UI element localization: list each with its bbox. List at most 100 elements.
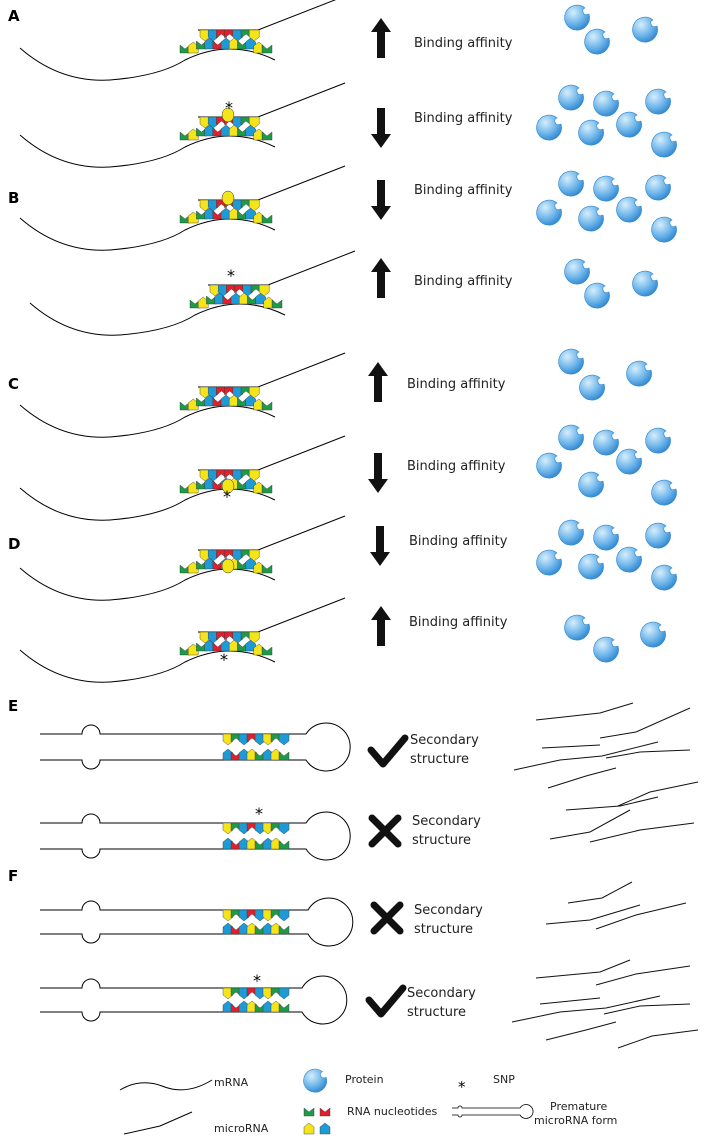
rna-strand-fragment xyxy=(599,707,691,739)
mrna-strand xyxy=(19,404,276,438)
mrna-microrna-duplex xyxy=(19,597,346,683)
premature-microrna-hairpin xyxy=(40,722,351,772)
protein-icon xyxy=(651,216,677,243)
secondary-structure-label: structure xyxy=(414,922,473,937)
protein-icon xyxy=(578,205,604,232)
protein-icon xyxy=(558,348,584,375)
nucleotide xyxy=(278,1003,290,1013)
nucleotide xyxy=(303,1107,315,1117)
snp-marker: * xyxy=(220,650,228,669)
mrna-strand xyxy=(19,217,276,251)
protein-group xyxy=(536,4,677,663)
snp-bulge xyxy=(221,190,235,206)
strand-group xyxy=(511,702,699,1049)
rna-strand-fragment xyxy=(539,997,601,1005)
arrow-down-icon xyxy=(371,180,391,220)
nucleotide xyxy=(249,199,260,212)
nucleotide xyxy=(249,631,260,644)
protein-icon xyxy=(558,519,584,546)
nucleotide xyxy=(261,401,273,411)
mrna-strand xyxy=(19,649,276,683)
protein-icon xyxy=(593,175,619,202)
protein-icon xyxy=(558,424,584,451)
hairpin-outline xyxy=(40,897,354,947)
panel-letter-a: A xyxy=(8,7,20,25)
rna-strand-fragment xyxy=(541,744,601,749)
protein-icon xyxy=(593,90,619,117)
mrna-microrna-duplex xyxy=(19,82,346,168)
legend-protein-icon xyxy=(303,1068,327,1093)
nucleotide xyxy=(188,643,199,656)
nucleotide xyxy=(278,751,290,761)
protein-icon xyxy=(564,614,590,641)
protein-icon xyxy=(640,621,666,648)
arrow-up-icon xyxy=(368,362,388,402)
snp-bulge xyxy=(221,107,235,123)
rna-strand-fragment xyxy=(547,767,617,789)
hairpin-outline xyxy=(40,722,351,772)
legend-premature-label-line2: microRNA form xyxy=(534,1114,617,1127)
nucleotide xyxy=(261,214,273,224)
rna-strand-fragment xyxy=(603,1003,691,1015)
nucleotide xyxy=(188,128,199,141)
rna-strand-fragment xyxy=(513,741,659,771)
panel-letter-f: F xyxy=(8,867,18,885)
nucleotide xyxy=(319,1122,331,1135)
rna-strand-fragment xyxy=(535,702,634,721)
secondary-structure-label: Secondary xyxy=(412,814,481,829)
microrna-strand xyxy=(198,165,346,201)
protein-icon xyxy=(616,546,642,573)
rna-strand-fragment xyxy=(617,1029,699,1049)
snp-marker: * xyxy=(227,266,235,285)
arrow-down-icon xyxy=(371,108,391,148)
mrna-strand xyxy=(19,567,276,601)
rna-strand-fragment xyxy=(595,965,691,986)
protein-icon xyxy=(579,374,605,401)
rna-strand-fragment xyxy=(545,1021,617,1041)
mrna-microrna-duplex xyxy=(19,165,346,251)
legend-protein-label: Protein xyxy=(345,1073,384,1086)
nucleotide xyxy=(261,564,273,574)
protein-icon xyxy=(536,114,562,141)
secondary-structure-label: Secondary xyxy=(407,986,476,1001)
nucleotide xyxy=(278,925,290,935)
protein-icon xyxy=(536,549,562,576)
nucleotide xyxy=(278,733,290,746)
checkmark-icon xyxy=(367,734,409,768)
arrow-down-icon xyxy=(370,526,390,566)
protein-icon xyxy=(564,4,590,31)
panel-letter-d: D xyxy=(8,535,20,553)
protein-icon xyxy=(645,522,671,549)
nucleotide xyxy=(188,41,199,54)
hairpin-outline xyxy=(40,811,351,861)
rna-strand-fragment xyxy=(567,881,633,904)
nucleotide xyxy=(261,646,273,656)
rna-strand-fragment xyxy=(549,809,631,840)
snp-bulge xyxy=(221,558,235,574)
legend-premature-microrna-icon xyxy=(452,1104,534,1119)
protein-icon xyxy=(645,174,671,201)
symbol-group xyxy=(365,18,409,1018)
nucleotide xyxy=(249,549,260,562)
rna-strand-fragment xyxy=(589,822,695,843)
secondary-structure-label: structure xyxy=(412,833,471,848)
nucleotide xyxy=(188,398,199,411)
protein-icon xyxy=(616,448,642,475)
panel-letter-c: C xyxy=(8,375,19,393)
protein-icon xyxy=(626,360,652,387)
legend-rna-nucleotides-label: RNA nucleotides xyxy=(347,1105,438,1118)
protein-icon xyxy=(645,427,671,454)
mrna-strand xyxy=(29,302,286,336)
protein-icon xyxy=(645,88,671,115)
nucleotide xyxy=(249,386,260,399)
microrna-strand xyxy=(198,435,346,471)
checkmark-icon xyxy=(365,984,407,1018)
protein-icon xyxy=(593,636,619,663)
panel-letter-e: E xyxy=(8,697,18,715)
snp-marker: * xyxy=(253,971,261,990)
mrna-microrna-duplex xyxy=(19,435,346,521)
nucleotide xyxy=(278,840,290,850)
premature-microrna-hairpin xyxy=(40,811,351,861)
mrna-microrna-duplex xyxy=(29,250,356,336)
